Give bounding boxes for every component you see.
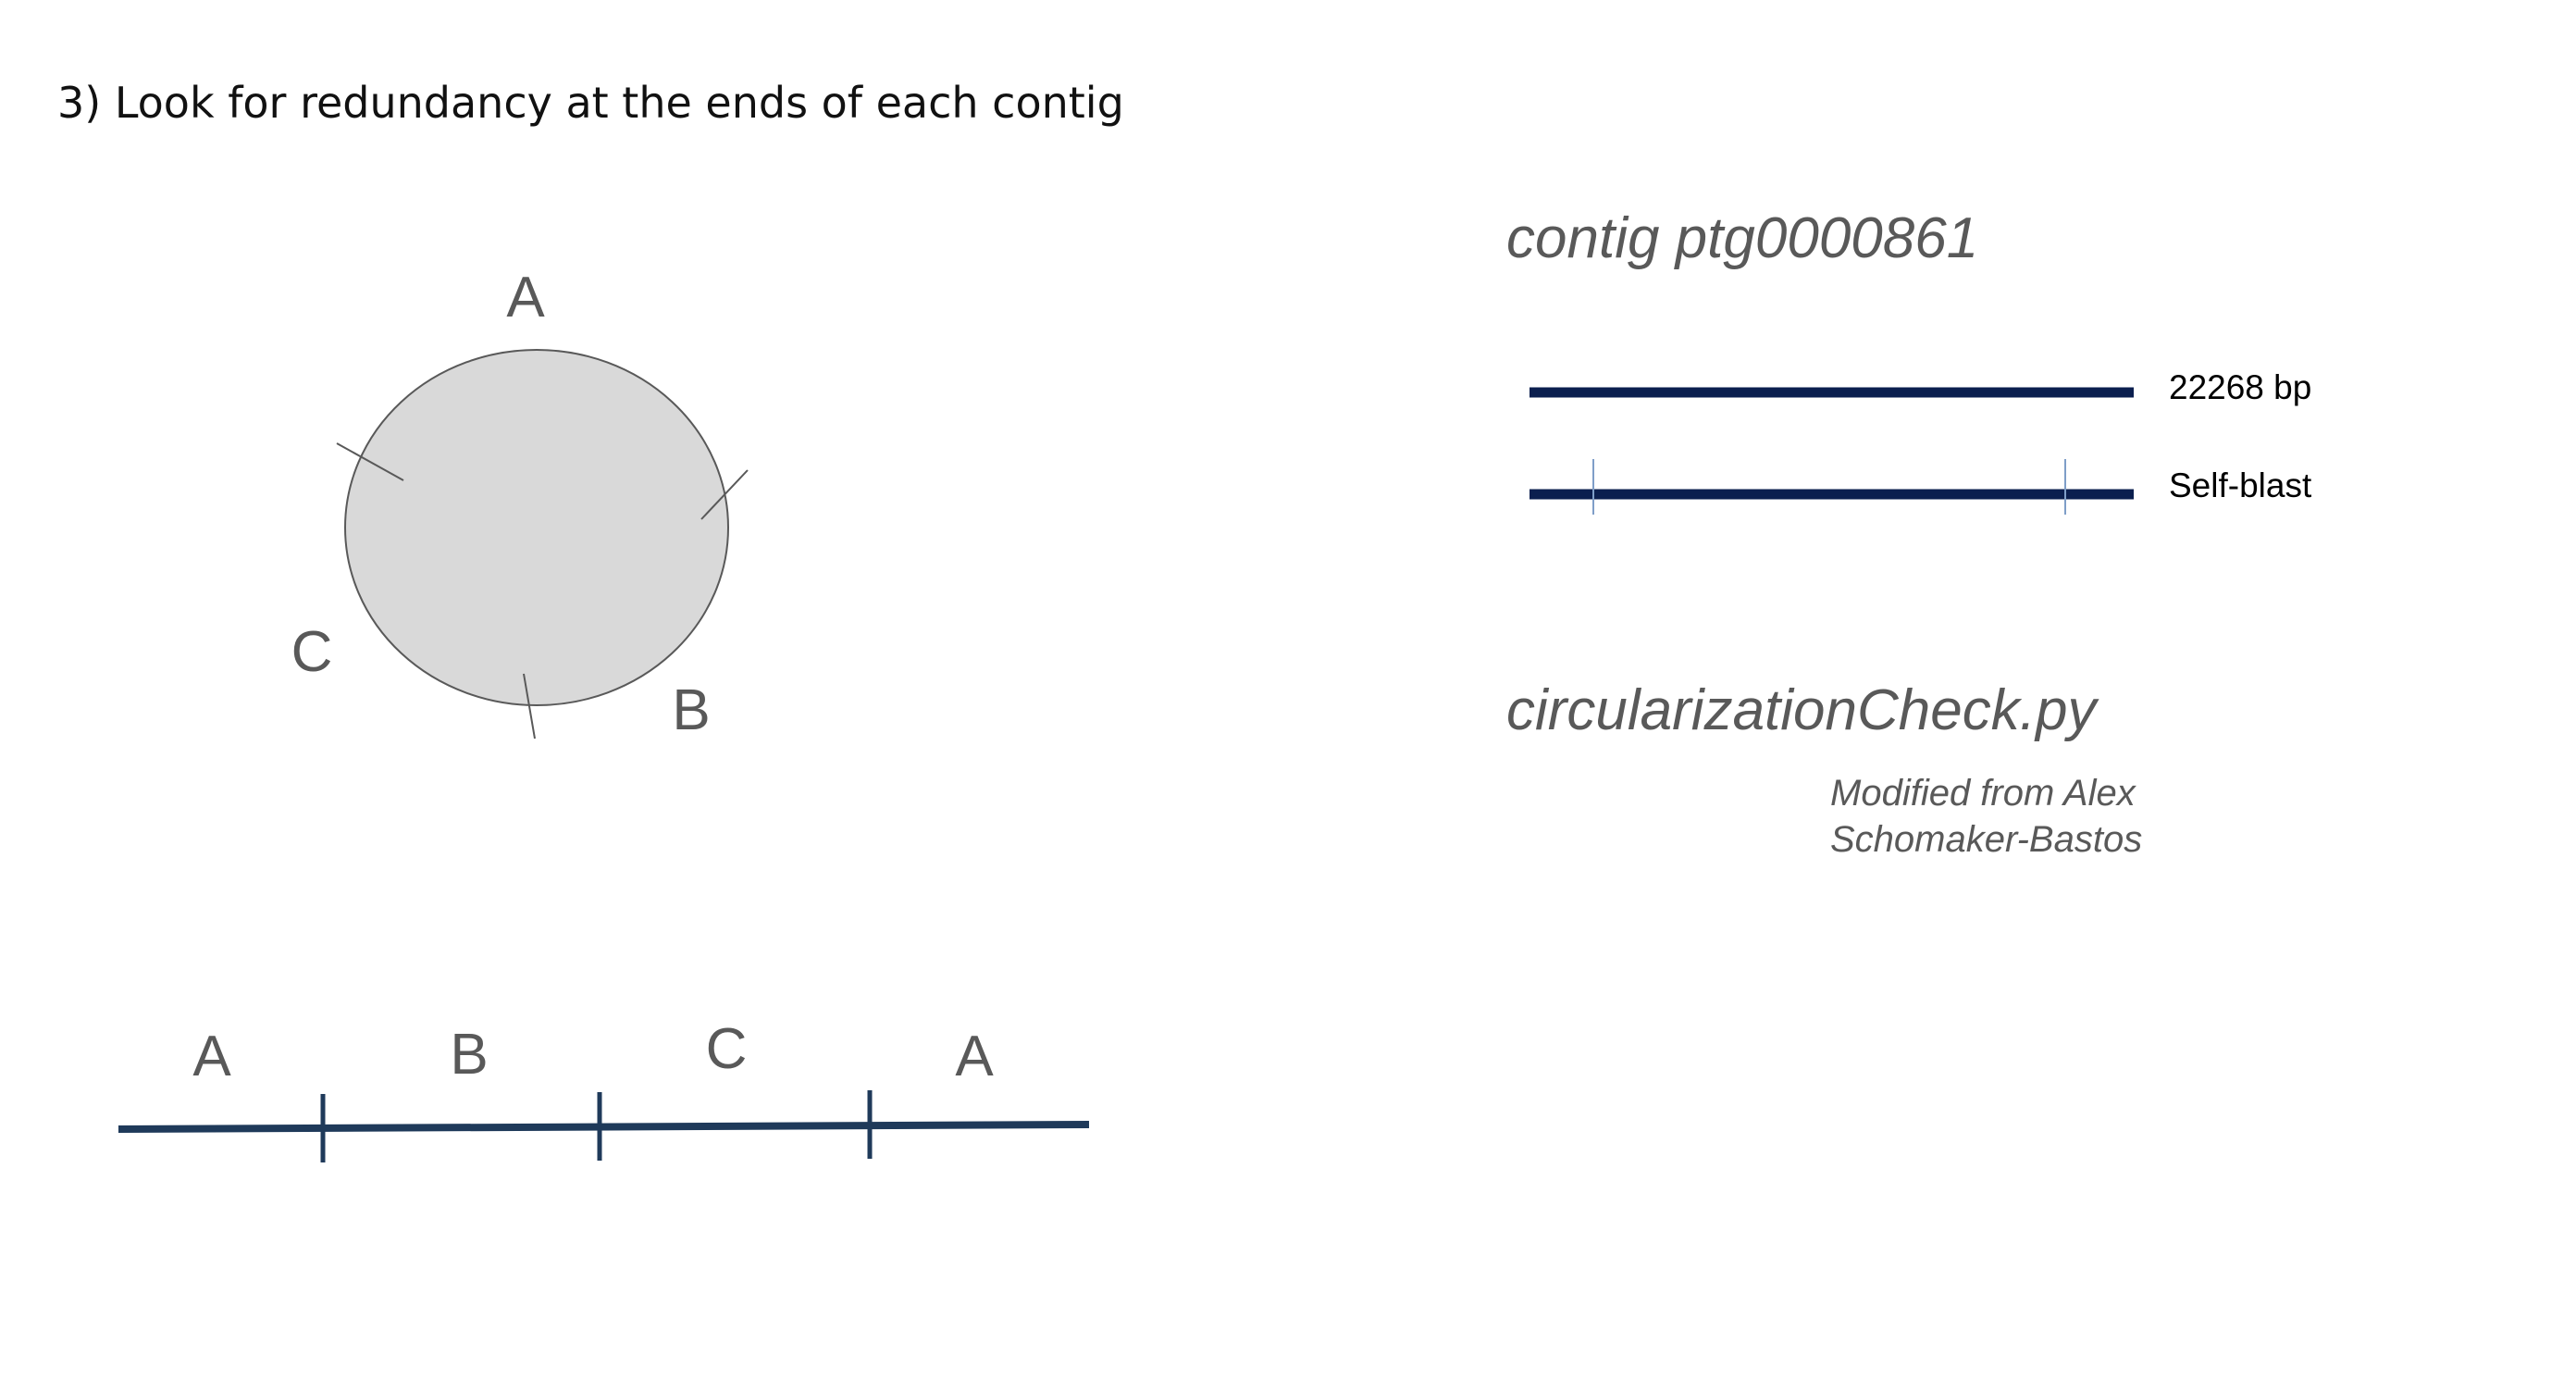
- circular-contig-diagram: A B C: [291, 266, 749, 742]
- contig-title: contig ptg0000861: [1506, 206, 1979, 270]
- segment-label-b: B: [450, 1023, 488, 1087]
- script-name: circularizationCheck.py: [1506, 678, 2097, 742]
- segment-label-a-start: A: [192, 1025, 231, 1088]
- circle-label-a: A: [506, 266, 545, 329]
- circle-label-c: C: [291, 620, 333, 684]
- contig-length-label: 22268 bp: [2169, 368, 2312, 406]
- circular-contig: [344, 349, 729, 706]
- segment-label-c: C: [706, 1017, 748, 1081]
- circle-boundary-tick-ac: [336, 442, 404, 481]
- linear-contig-diagram: A B C A: [118, 1017, 1090, 1162]
- selfblast-label: Self-blast: [2169, 466, 2312, 504]
- segment-label-a-end: A: [955, 1025, 994, 1088]
- slide-title: 3) Look for redundancy at the ends of ea…: [57, 78, 1124, 128]
- script-credit: Modified from Alex Schomaker-Bastos: [1830, 773, 2143, 860]
- contig-bars: [1530, 387, 2134, 515]
- circle-label-b: B: [672, 678, 710, 742]
- circle-boundary-tick-bc: [523, 673, 536, 740]
- linear-contig-line: [118, 1121, 1090, 1133]
- circle-boundary-tick-ab: [700, 469, 749, 520]
